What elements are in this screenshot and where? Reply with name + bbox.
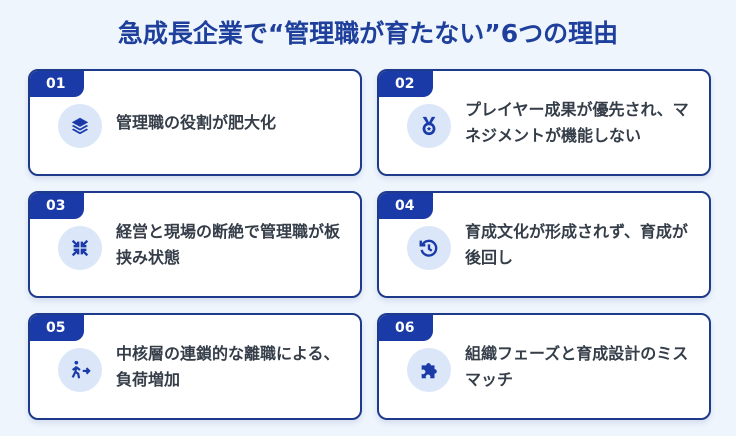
card-text: 経営と現場の断絶で管理職が板挟み状態 [116, 221, 341, 267]
card-text: プレイヤー成果が優先され、マネジメントが機能しない [465, 99, 689, 145]
card-text: 育成文化が形成されず、育成が後回し [465, 221, 688, 267]
history-icon [407, 226, 451, 270]
reason-card-04: 04 育成文化が形成されず、育成が後回し [377, 191, 711, 298]
reason-card-05: 05 中核層の連鎖的な離職による、負荷増加 [28, 313, 362, 420]
medal-icon [407, 104, 451, 148]
reason-card-06: 06 組織フェーズと育成設計のミスマッチ [377, 313, 711, 420]
card-number: 05 [30, 315, 84, 341]
card-text: 組織フェーズと育成設計のミスマッチ [465, 343, 689, 389]
card-text: 管理職の役割が肥大化 [116, 112, 277, 132]
card-number: 03 [30, 193, 84, 219]
card-number: 02 [379, 71, 433, 97]
reason-card-03: 03 経営と現場の断絶で管理職が板挟み状態 [28, 191, 362, 298]
card-number: 01 [30, 71, 84, 97]
puzzle-icon [407, 348, 451, 392]
layers-icon [58, 104, 102, 148]
card-text: 中核層の連鎖的な離職による、負荷増加 [116, 343, 340, 389]
compress-arrows-icon [58, 226, 102, 270]
person-leaving-icon [58, 348, 102, 392]
reason-card-02: 02 プレイヤー成果が優先され、マネジメントが機能しない [377, 69, 711, 176]
card-number: 06 [379, 315, 433, 341]
page-title: 急成長企業で“管理職が育たない”6つの理由 [117, 19, 619, 48]
reason-card-01: 01 管理職の役割が肥大化 [28, 69, 362, 176]
card-number: 04 [379, 193, 433, 219]
